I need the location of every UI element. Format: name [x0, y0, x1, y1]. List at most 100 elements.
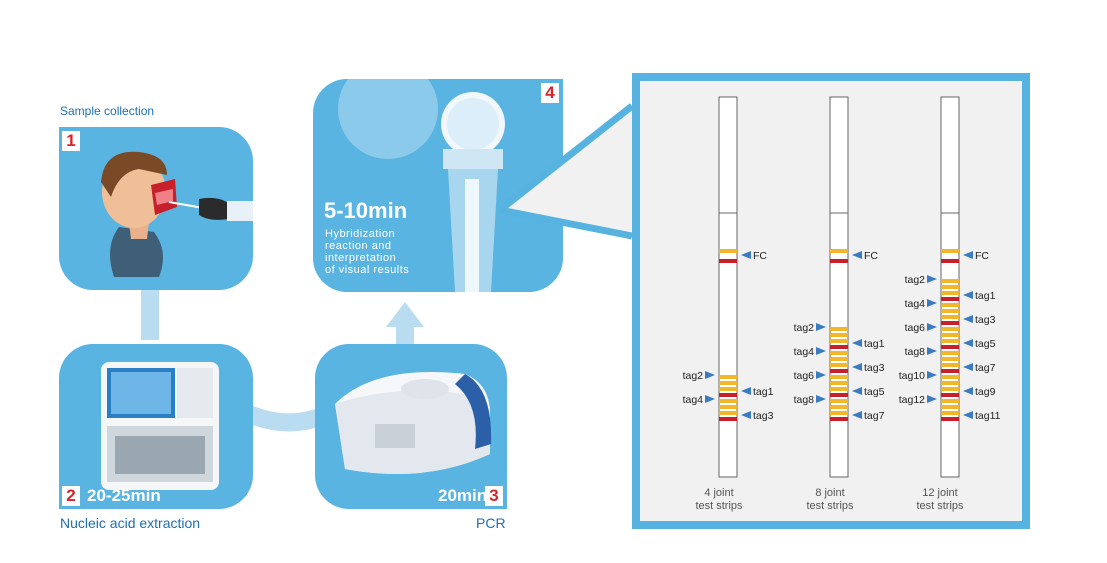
strip-band	[941, 333, 959, 337]
step2-time: 20-25min	[87, 486, 161, 505]
strip-band	[941, 345, 959, 349]
arrow-left-icon	[852, 363, 862, 371]
tag-label: tag11	[975, 410, 1001, 422]
strip-band	[941, 387, 959, 391]
strip-caption-line: 8 joint	[815, 487, 845, 499]
strip-band	[830, 363, 848, 367]
tag-label: tag2	[683, 370, 704, 382]
arrow-right-icon	[705, 371, 715, 379]
strip-band	[719, 411, 737, 415]
strip-caption-line: 4 joint	[704, 487, 734, 499]
strip-band	[830, 387, 848, 391]
strip-band	[830, 351, 848, 355]
strip-band	[830, 333, 848, 337]
arrow-left-icon	[963, 363, 973, 371]
arrow-right-icon	[705, 395, 715, 403]
tag-label: tag6	[905, 322, 926, 334]
arrow-left-icon	[963, 251, 973, 259]
strip-band	[719, 249, 737, 253]
step1-label: Sample collection	[60, 104, 155, 118]
strip-band	[719, 417, 737, 421]
strip-band	[719, 393, 737, 397]
strip-band	[941, 375, 959, 379]
strip-band	[941, 297, 959, 301]
strip-band	[941, 339, 959, 343]
step1-card	[59, 127, 253, 290]
extraction-machine-illustration	[101, 362, 219, 490]
strip-band	[719, 399, 737, 403]
strip-band	[941, 363, 959, 367]
tag-label: tag12	[899, 394, 925, 406]
tag-label: tag7	[864, 410, 885, 422]
strip-caption: 12 joint test strips	[895, 487, 985, 513]
arrow-left-icon	[963, 339, 973, 347]
arrow-right-icon	[816, 395, 826, 403]
strip-band	[941, 417, 959, 421]
step2-number: 2	[62, 486, 80, 506]
step3-card	[315, 344, 507, 509]
step3-time: 20min	[438, 486, 488, 505]
strip-band	[941, 393, 959, 397]
arrow-left-icon	[963, 411, 973, 419]
arrow-right-icon	[927, 299, 937, 307]
tag-label: tag1	[864, 338, 885, 350]
tag-label: tag4	[794, 346, 815, 358]
strip-band	[830, 357, 848, 361]
step4-time: 5-10min	[324, 198, 408, 223]
tag-label: tag9	[975, 386, 996, 398]
strip-band	[830, 411, 848, 415]
strip-caption-line: test strips	[695, 500, 743, 512]
strip-band	[941, 285, 959, 289]
tag-label: tag8	[905, 346, 926, 358]
tag-label: tag8	[794, 394, 815, 406]
callout-wedge	[497, 103, 635, 240]
arrow-head-up-icon	[386, 302, 424, 327]
strip-caption-line: test strips	[916, 500, 964, 512]
swab-sampling-illustration	[101, 151, 253, 277]
arrow-left-icon	[852, 411, 862, 419]
strip-band	[941, 309, 959, 313]
strip-band	[830, 393, 848, 397]
arrow-left-icon	[741, 251, 751, 259]
strip-band	[830, 339, 848, 343]
strip-handle	[940, 96, 960, 214]
tag-label: FC	[753, 250, 767, 262]
step4-card	[313, 79, 563, 292]
step4-description: Hybridization reaction and interpretatio…	[325, 228, 409, 276]
tag-label: tag1	[975, 290, 996, 302]
strip-caption: 8 joint test strips	[785, 487, 875, 513]
strip-band	[941, 411, 959, 415]
strip-band	[830, 399, 848, 403]
tag-label: tag3	[975, 314, 996, 326]
strip-band	[830, 249, 848, 253]
strip-band	[941, 259, 959, 263]
strip-band	[941, 291, 959, 295]
arrow-right-icon	[816, 371, 826, 379]
strip-band	[719, 405, 737, 409]
hybridization-tube-illustration	[338, 79, 505, 292]
strip-band	[941, 357, 959, 361]
tag-label: tag4	[683, 394, 704, 406]
strip-band	[830, 327, 848, 331]
tag-label: FC	[864, 250, 878, 262]
arrow-right-icon	[816, 323, 826, 331]
strip-band	[941, 327, 959, 331]
tag-label: tag7	[975, 362, 996, 374]
strip-band	[830, 345, 848, 349]
arrow-right-icon	[927, 323, 937, 331]
tag-label: tag3	[753, 410, 774, 422]
tag-label: tag5	[975, 338, 996, 350]
step1-number: 1	[62, 131, 80, 151]
strip-band	[830, 417, 848, 421]
strip-caption: 4 joint test strips	[674, 487, 764, 513]
strip-band	[830, 259, 848, 263]
step4-desc-line: Hybridization	[325, 228, 396, 240]
strip-band	[719, 375, 737, 379]
step4-desc-line: of visual results	[325, 264, 410, 276]
strip-band	[830, 381, 848, 385]
step4-desc-line: interpretation	[325, 252, 397, 264]
strip-handle	[718, 96, 738, 214]
tag-label: tag3	[864, 362, 885, 374]
strip-band	[941, 321, 959, 325]
step4-number: 4	[541, 83, 559, 103]
